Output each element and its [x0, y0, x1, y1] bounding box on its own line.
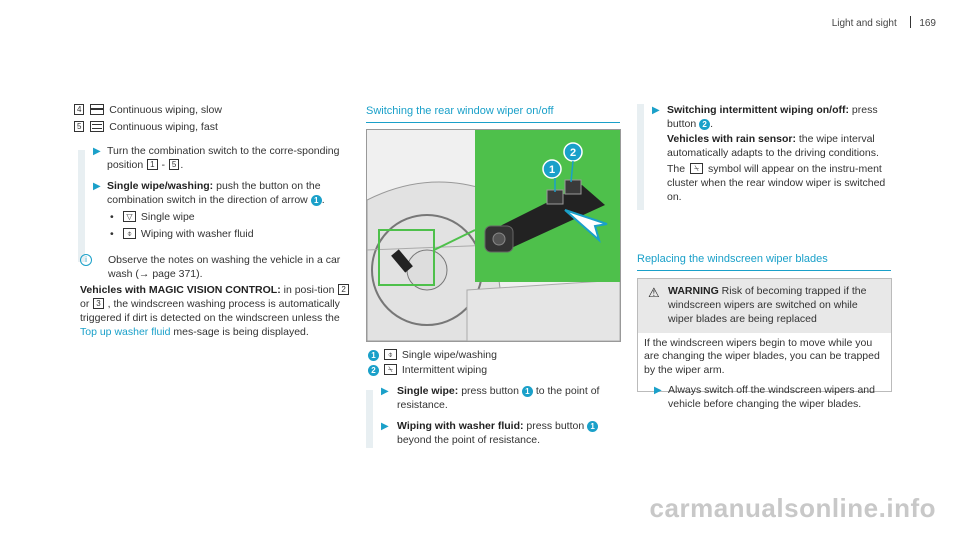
step-turn-switch: Turn the combination switch to the corre… [107, 145, 340, 171]
rain-text: the wipe interval automatically adapts t… [667, 132, 879, 159]
heading-rear-wiper: Switching the rear window wiper on/off [366, 104, 620, 123]
position-4-row: 4 Continuous wiping, slow [73, 104, 353, 118]
svg-text:2: 2 [570, 147, 576, 159]
caption-2: 2 ⍀ Intermittent wiping [368, 364, 487, 378]
position-5-text: Continuous wiping, fast [109, 120, 218, 133]
step-turn-text: Turn the combination switch to the corre… [107, 145, 340, 171]
intermittent-wipe-icon: ⍀ [690, 163, 704, 175]
step-bar [637, 104, 644, 210]
slow-wipe-icon [90, 104, 105, 115]
info-text: Observe the notes on washing the vehicle… [108, 254, 341, 280]
symbol-text2: symbol will appear on the instru-ment cl… [667, 163, 886, 204]
symbol-text: The [667, 163, 686, 176]
dashboard-illustration: 1 2 [367, 130, 620, 341]
step-text: press button [461, 385, 519, 397]
list-item: • ⌽ Wiping with washer fluid [110, 227, 254, 240]
intermittent-wipe-icon: ⍀ [383, 364, 397, 375]
symbol-paragraph: The ⍀ symbol will appear on the instru-m… [667, 163, 893, 205]
top-up-washer-fluid-link[interactable]: Top up washer fluid [80, 325, 171, 338]
step-text: push the button on the combination switc… [107, 180, 321, 206]
step-label: Single wipe/washing: [107, 180, 214, 192]
caption-1-text: Single wipe/washing [401, 349, 497, 361]
list-item: • ▽ Single wipe [110, 210, 195, 223]
magic-text3: mes-sage is being displayed. [173, 325, 309, 338]
callout-1: 1 [310, 194, 322, 206]
step-arrow-icon: ▶ [381, 386, 389, 397]
rain-sensor-paragraph: Vehicles with rain sensor: the wipe inte… [667, 133, 893, 161]
key-5: 5 [74, 120, 85, 132]
info-icon: i [80, 254, 92, 266]
step-label: Single wipe: [397, 385, 459, 397]
callout-1: 1 [587, 421, 599, 432]
key-3: 3 [93, 297, 104, 309]
rain-label: Vehicles with rain sensor: [667, 132, 796, 145]
position-4-text: Continuous wiping, slow [109, 104, 222, 116]
step-bar [78, 150, 85, 262]
key-2: 2 [338, 284, 349, 295]
step-arrow-icon: ▶ [93, 146, 101, 157]
bullet-text: Wiping with washer fluid [140, 227, 254, 240]
magic-text: in posi-tion [283, 284, 335, 296]
callout-1: 1 [368, 350, 379, 361]
bullet-text: Single wipe [140, 210, 195, 223]
step-single-wipe-rear: Single wipe: press button 1 to the point… [397, 385, 621, 413]
step-intermittent: Switching intermittent wiping on/off: pr… [667, 104, 893, 205]
step-washer-rear: Wiping with washer fluid: press button 1… [397, 420, 621, 448]
watermark: carmanualsonline.info [649, 492, 936, 523]
step-label: Switching intermittent wiping on/off: [667, 104, 849, 116]
warning-step-text: Always switch off the windscreen wipers … [668, 384, 875, 411]
caption-1: 1 ⌽ Single wipe/washing [368, 349, 497, 363]
info-note: i Observe the notes on washing the vehic… [80, 254, 354, 282]
warning-box: ⚠ WARNING Risk of becoming trapped if th… [637, 278, 892, 410]
callout-1: 1 [521, 386, 533, 397]
step-arrow-icon: ▶ [652, 105, 660, 116]
warning-label: WARNING [668, 285, 719, 297]
warning-step: ▶ Always switch off the windscreen wiper… [638, 384, 891, 412]
key-1: 1 [147, 158, 158, 170]
warning-header: ⚠ WARNING Risk of becoming trapped if th… [638, 279, 891, 333]
step-arrow-icon: ▶ [93, 181, 101, 192]
fast-wipe-icon [90, 120, 105, 132]
magic-label: Vehicles with MAGIC VISION CONTROL: [80, 284, 281, 296]
magic-vision-paragraph: Vehicles with MAGIC VISION CONTROL: in p… [80, 284, 354, 339]
step-arrow-icon: ▶ [381, 421, 389, 432]
svg-text:1: 1 [549, 164, 555, 176]
section-title: Light and sight [831, 18, 897, 29]
page-header: Light and sight 169 [832, 16, 936, 30]
warning-body: If the windscreen wipers begin to move w… [644, 336, 880, 377]
step-arrow-icon: ▶ [654, 385, 662, 397]
callout-2: 2 [368, 365, 379, 376]
step-label: Wiping with washer fluid: [397, 420, 524, 432]
warning-text: Risk of becoming trapped if the windscre… [668, 285, 867, 325]
magic-text2: , the windscreen washing process is auto… [80, 297, 340, 324]
step-text: press button [667, 104, 878, 130]
step-single-wipe: Single wipe/washing: push the button on … [107, 180, 357, 241]
warning-icon: ⚠ [648, 285, 660, 300]
washer-icon: ⌽ [123, 227, 136, 239]
step-text2: beyond the point of resistance. [397, 433, 541, 446]
page-number: 169 [919, 18, 936, 29]
rear-wiper-photo: 1 2 [366, 129, 621, 342]
key-4: 4 [74, 104, 85, 115]
column-left: 4 Continuous wiping, slow 5 Continuous w… [73, 104, 353, 135]
heading-replace-blades: Replacing the windscreen wiper blades [637, 252, 891, 271]
key-5b: 5 [168, 158, 180, 170]
step-text: press button [526, 420, 585, 432]
position-5-row: 5 Continuous wiping, fast [73, 120, 353, 135]
step-text2: to the point of resistance. [397, 385, 600, 411]
callout-2: 2 [699, 118, 711, 130]
single-wipe-icon: ▽ [123, 210, 136, 222]
step-bar [366, 390, 373, 448]
washer-icon: ⌽ [383, 349, 397, 360]
caption-2-text: Intermittent wiping [401, 364, 488, 376]
